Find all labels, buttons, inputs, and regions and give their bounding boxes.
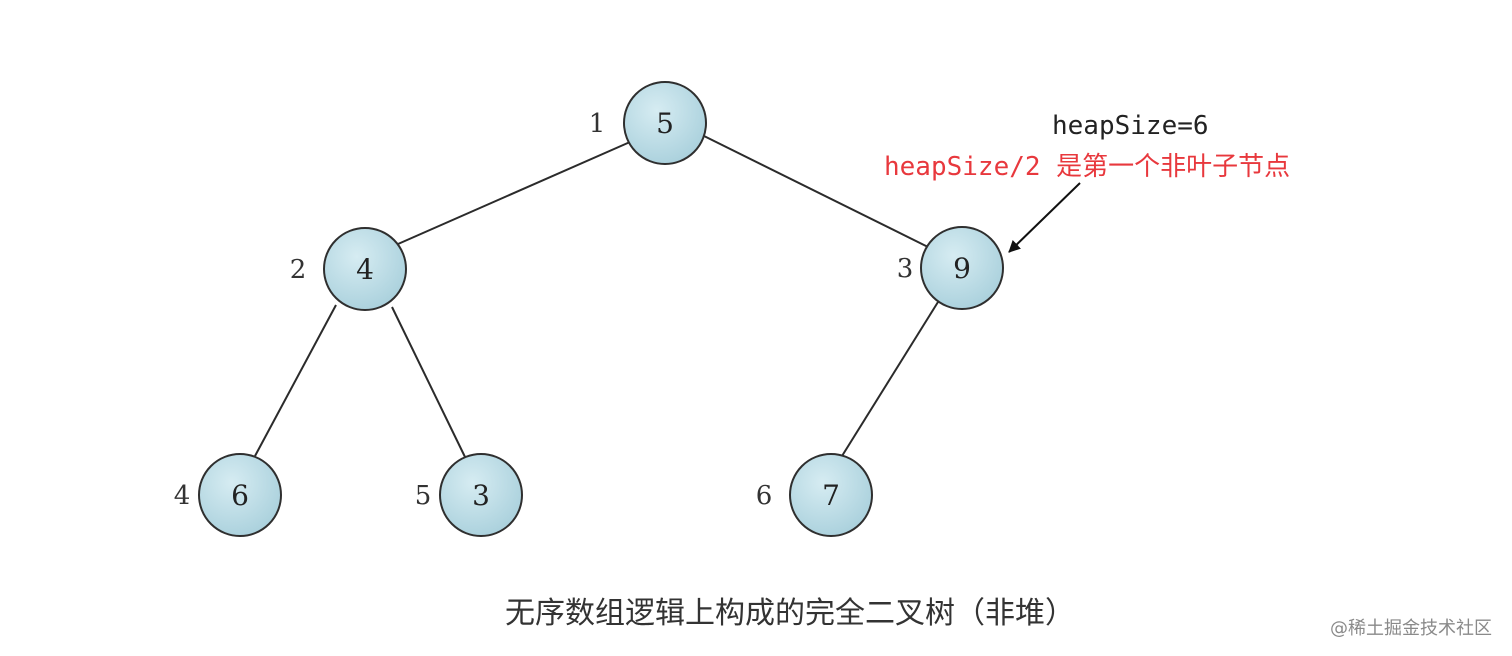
node-value: 4 xyxy=(356,253,374,286)
node-index: 1 xyxy=(589,109,606,139)
edge-2-5 xyxy=(391,306,467,460)
node-circle xyxy=(920,226,1004,310)
tree-node: 7 6 xyxy=(756,453,873,537)
first-non-leaf-label: heapSize/2 是第一个非叶子节点 xyxy=(884,152,1290,182)
diagram-caption: 无序数组逻辑上构成的完全二叉树（非堆） xyxy=(505,596,1075,631)
tree-edges xyxy=(254,135,939,460)
node-index: 3 xyxy=(897,254,914,284)
edge-1-2 xyxy=(397,141,631,245)
node-value: 6 xyxy=(231,479,249,512)
node-circle xyxy=(198,453,282,537)
edge-2-4 xyxy=(254,304,337,457)
watermark: @稀土掘金技术社区 xyxy=(1330,618,1492,639)
node-index: 5 xyxy=(415,481,432,511)
heap-size-label: heapSize=6 xyxy=(1052,111,1209,141)
node-value: 9 xyxy=(953,252,971,285)
pointer-arrow xyxy=(1008,182,1081,253)
node-circle xyxy=(323,227,407,311)
node-value: 5 xyxy=(656,107,674,140)
node-index: 2 xyxy=(290,255,307,285)
tree-node: 4 2 xyxy=(290,227,407,311)
node-value: 3 xyxy=(472,479,490,512)
node-circle xyxy=(789,453,873,537)
tree-node: 3 5 xyxy=(415,453,523,537)
node-index: 4 xyxy=(174,481,191,511)
tree-node: 9 3 xyxy=(897,226,1004,310)
edge-3-6 xyxy=(841,301,939,457)
node-index: 6 xyxy=(756,481,773,511)
tree-node: 5 1 xyxy=(589,81,707,165)
tree-node: 6 4 xyxy=(174,453,282,537)
node-circle xyxy=(623,81,707,165)
node-circle xyxy=(439,453,523,537)
node-value: 7 xyxy=(822,479,840,512)
edge-1-3 xyxy=(703,135,929,248)
